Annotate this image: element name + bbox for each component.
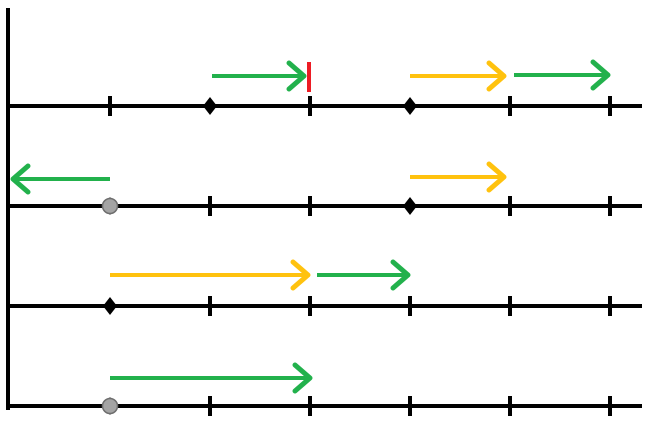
gray-dot-marker [101,197,119,215]
gray-dot-marker [101,397,119,415]
green-arrow-head [590,59,611,91]
green-arrow-head [292,362,313,394]
yellow-arrow-head [486,60,507,92]
black-diamond-marker [103,297,117,315]
yellow-arrow-head [290,259,311,291]
green-arrow-head [10,163,31,195]
black-diamond-marker [403,197,417,215]
green-arrow-head [390,259,411,291]
black-diamond-marker [403,97,417,115]
yellow-arrow-head [486,161,507,193]
green-arrow-head [286,60,307,92]
red-tick-mark [307,62,311,92]
black-diamond-marker [203,97,217,115]
